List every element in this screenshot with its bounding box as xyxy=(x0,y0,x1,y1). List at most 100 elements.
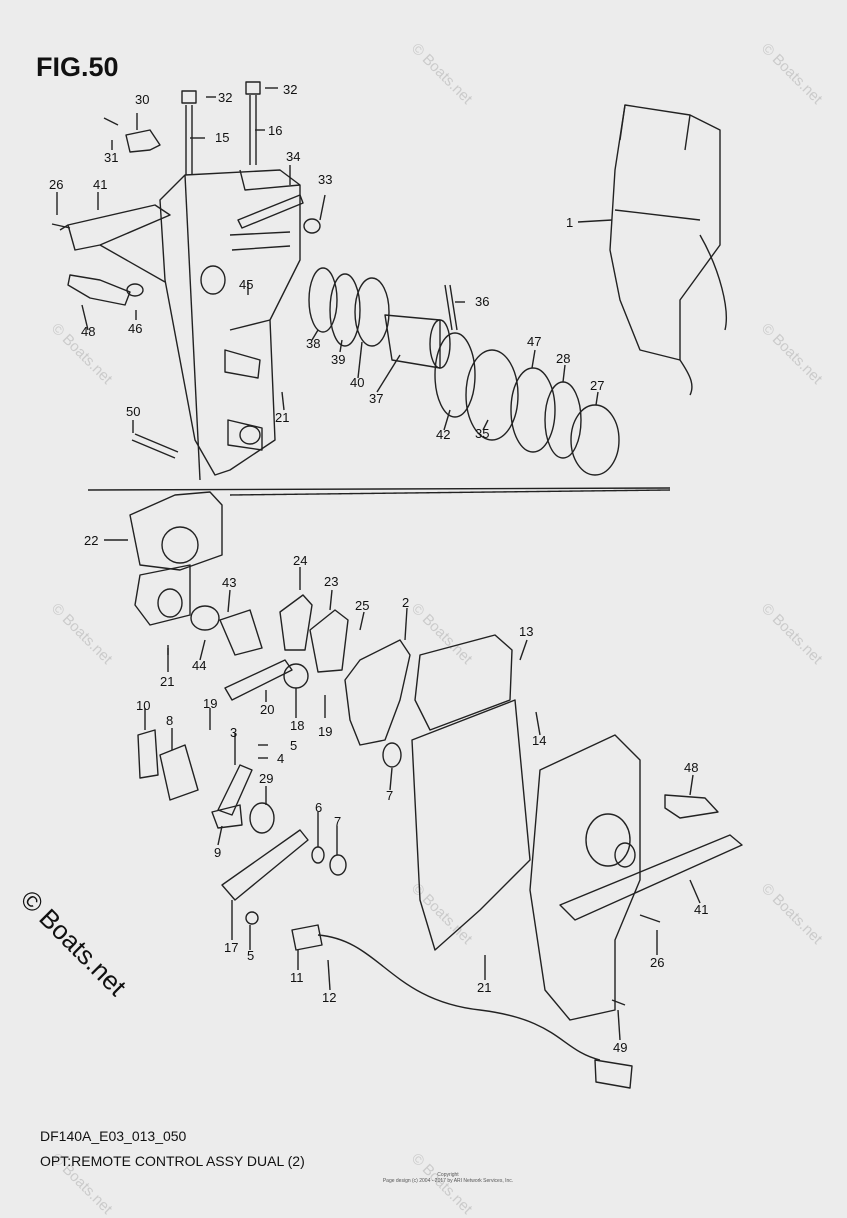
nut-49 xyxy=(611,999,626,1006)
pad-48-lower xyxy=(664,794,719,819)
callout-7: 7 xyxy=(334,814,341,829)
circlip-7b xyxy=(329,854,347,876)
plate-34 xyxy=(237,194,304,229)
plate-23 xyxy=(309,609,349,673)
callout-47: 47 xyxy=(527,334,541,349)
callout-45: 45 xyxy=(239,277,253,292)
callout-48: 48 xyxy=(81,324,95,339)
callout-6: 6 xyxy=(315,800,322,815)
figure-code: DF140A_E03_013_050 xyxy=(40,1128,187,1144)
callout-43: 43 xyxy=(222,575,236,590)
remote-handle-1 xyxy=(609,104,727,396)
housing-22 xyxy=(129,491,223,626)
lever-20 xyxy=(224,659,293,701)
callout-31: 31 xyxy=(104,150,118,165)
callout-33: 33 xyxy=(318,172,332,187)
callout-27: 27 xyxy=(590,378,604,393)
circlip-7a xyxy=(382,742,402,768)
plate-13 xyxy=(414,634,513,731)
callout-39: 39 xyxy=(331,352,345,367)
callout-9: 9 xyxy=(214,845,221,860)
pin-36 xyxy=(444,284,458,331)
callout-28: 28 xyxy=(556,351,570,366)
ring-47 xyxy=(510,367,556,453)
callout-19b: 19 xyxy=(318,724,332,739)
bolt-26-upper xyxy=(51,223,71,229)
connector xyxy=(594,1059,633,1089)
bracket-10 xyxy=(137,729,159,779)
callout-26b: 26 xyxy=(650,955,664,970)
arm-9 xyxy=(211,804,243,829)
callout-26: 26 xyxy=(49,177,63,192)
callout-21b: 21 xyxy=(160,674,174,689)
figure-description: OPT:REMOTE CONTROL ASSY DUAL (2) xyxy=(40,1153,305,1169)
washer-39 xyxy=(329,273,361,347)
nut-32b xyxy=(245,81,261,95)
callout-32b: 32 xyxy=(283,82,297,97)
callout-41b: 41 xyxy=(694,902,708,917)
callout-32: 32 xyxy=(218,90,232,105)
pin-45 xyxy=(229,231,291,251)
bolt-31 xyxy=(103,117,119,126)
upper-bracket xyxy=(159,169,301,481)
callout-38: 38 xyxy=(306,336,320,351)
callout-49: 49 xyxy=(613,1040,627,1055)
gear-35 xyxy=(465,349,519,441)
bolt-26-lower xyxy=(639,914,661,923)
callout-35: 35 xyxy=(475,426,489,441)
cable xyxy=(317,934,601,1061)
callout-46: 46 xyxy=(128,321,142,336)
copyright-line2: Page design (c) 2004 - 2017 by ARI Netwo… xyxy=(382,1178,514,1184)
callout-50: 50 xyxy=(126,404,140,419)
bushing-40 xyxy=(354,277,390,347)
callout-14: 14 xyxy=(532,733,546,748)
shaft-3 xyxy=(217,764,253,816)
callout-5: 5 xyxy=(290,738,297,753)
cap-33 xyxy=(303,218,321,234)
callout-21c: 21 xyxy=(477,980,491,995)
callout-16: 16 xyxy=(268,123,282,138)
callout-20: 20 xyxy=(260,702,274,717)
cam-2 xyxy=(344,639,411,746)
drum-37 xyxy=(384,314,441,369)
callout-3: 3 xyxy=(230,725,237,740)
callout-11: 11 xyxy=(290,970,304,985)
circlip-38 xyxy=(308,267,338,333)
callout-42: 42 xyxy=(436,427,450,442)
callout-25: 25 xyxy=(355,598,369,613)
callout-13: 13 xyxy=(519,624,533,639)
callout-2: 2 xyxy=(402,595,409,610)
nut-32a xyxy=(181,90,197,104)
callout-48b: 48 xyxy=(684,760,698,775)
callout-22: 22 xyxy=(84,533,98,548)
switch-11 xyxy=(291,924,323,951)
lower-housing xyxy=(529,734,641,1021)
callout-44: 44 xyxy=(192,658,206,673)
callout-labels: 1 2 3 4 5 5 6 7 7 8 9 10 11 12 13 14 15 … xyxy=(49,82,708,1055)
callout-37: 37 xyxy=(369,391,383,406)
bracket-43 xyxy=(219,609,263,656)
callout-15: 15 xyxy=(215,130,229,145)
washer-6 xyxy=(311,846,325,864)
figure-title: FIG.50 xyxy=(36,52,119,82)
callout-29: 29 xyxy=(259,771,273,786)
callout-5b: 5 xyxy=(247,948,254,963)
callout-40: 40 xyxy=(350,375,364,390)
cover-plate xyxy=(411,699,531,951)
cap-27 xyxy=(570,404,620,476)
bracket-8 xyxy=(159,744,199,801)
callout-8: 8 xyxy=(166,713,173,728)
callout-17: 17 xyxy=(224,940,238,955)
lever-bracket-41-upper xyxy=(59,204,171,283)
callout-41: 41 xyxy=(93,177,107,192)
callout-30: 30 xyxy=(135,92,149,107)
pad-48-upper xyxy=(67,274,131,306)
washer-18 xyxy=(283,663,309,689)
callout-19: 19 xyxy=(203,696,217,711)
lever-bracket-41-lower xyxy=(559,834,743,921)
callout-7b: 7 xyxy=(386,788,393,803)
callout-4: 4 xyxy=(277,751,284,766)
callout-18: 18 xyxy=(290,718,304,733)
bushing-29 xyxy=(249,802,275,834)
